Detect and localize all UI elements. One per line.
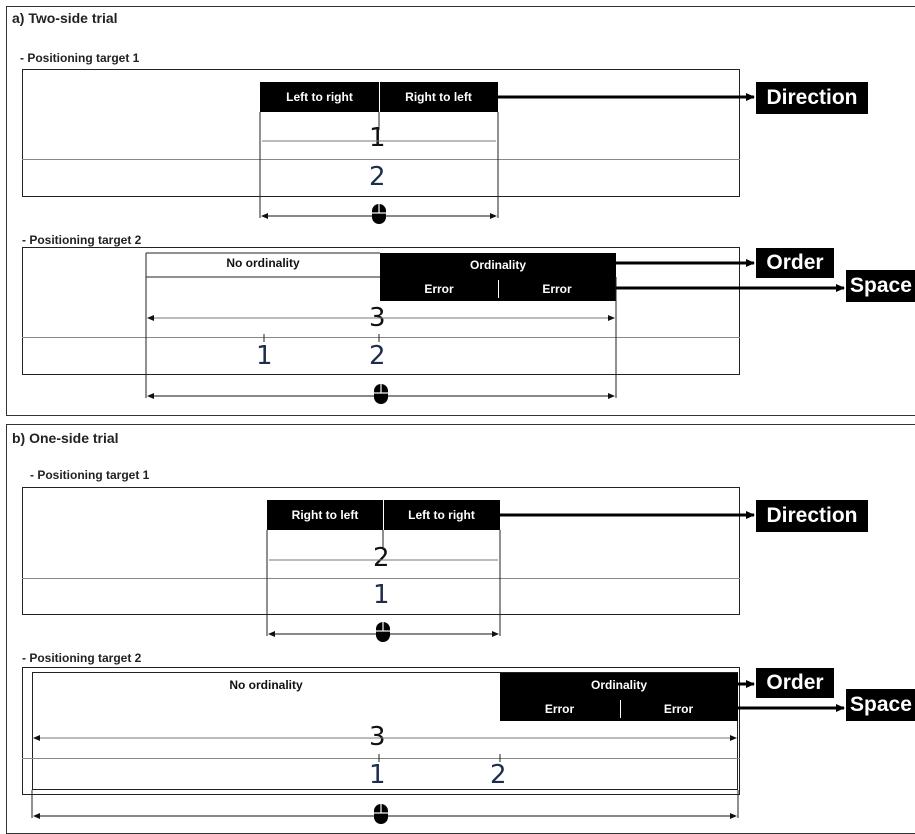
- panel-b-target2-box: [22, 667, 740, 795]
- panel-a-error-left: Error: [424, 282, 454, 296]
- panel-a-target2-midline: [22, 337, 740, 338]
- panel-b-target2-inner-box: [32, 672, 738, 790]
- panel-a-no-ordinality: No ordinality: [226, 256, 300, 270]
- panel-a-target2-box: [22, 247, 740, 375]
- panel-a-title: a) Two-side trial: [12, 10, 118, 26]
- panel-a-target2-number-top: 3: [367, 303, 388, 333]
- panel-a-error-divider: [498, 280, 499, 298]
- panel-b-space-label: Space: [846, 689, 915, 721]
- panel-b-target2-number-top: 3: [367, 722, 388, 752]
- panel-a-header-left: Left to right: [286, 90, 353, 104]
- panel-a-target2-label: - Positioning target 2: [22, 233, 142, 247]
- panel-b-header-right: Left to right: [408, 508, 475, 522]
- panel-b-no-ordinality: No ordinality: [229, 678, 303, 692]
- panel-a-target2-number-mid: 2: [367, 341, 388, 371]
- panel-a-target1-number-top: 1: [367, 123, 388, 153]
- panel-a-header-right: Right to left: [405, 90, 472, 104]
- panel-two-side-trial: [6, 6, 915, 416]
- panel-b-target1-number-top: 2: [371, 543, 392, 573]
- panel-a-target1-number-bottom: 2: [367, 162, 388, 192]
- panel-b-target2-midline: [22, 758, 740, 759]
- panel-a-direction-label: Direction: [756, 82, 868, 114]
- panel-a-header-divider: [379, 82, 380, 112]
- panel-a-space-label: Space: [846, 270, 915, 302]
- panel-b-target1-midline: [22, 578, 740, 579]
- panel-a-target1-box: [22, 69, 740, 197]
- panel-b-order-label: Order: [756, 668, 834, 698]
- panel-b-target1-label: - Positioning target 1: [30, 468, 150, 482]
- panel-a-target1-label: - Positioning target 1: [20, 51, 140, 65]
- panel-b-target2-number-mid: 2: [488, 760, 509, 790]
- panel-b-target1-number-bottom: 1: [371, 580, 392, 610]
- panel-b-target2-number-left: 1: [367, 760, 388, 790]
- panel-b-error-right: Error: [663, 702, 694, 716]
- panel-b-error-divider: [620, 700, 621, 718]
- panel-b-title: b) One-side trial: [12, 430, 119, 446]
- panel-a-target2-number-left: 1: [254, 341, 275, 371]
- panel-a-error-right: Error: [542, 282, 572, 296]
- panel-b-direction-label: Direction: [756, 500, 868, 532]
- panel-a-order-label: Order: [756, 248, 834, 278]
- panel-a-ordinality-header: Ordinality: [380, 253, 616, 277]
- panel-b-header-divider: [383, 500, 384, 530]
- panel-b-ordinality-header: Ordinality: [500, 673, 738, 697]
- panel-b-error-row: Error Error: [500, 697, 738, 721]
- panel-b-target2-label: - Positioning target 2: [22, 651, 142, 665]
- panel-a-target1-midline: [22, 159, 740, 160]
- panel-b-error-left: Error: [544, 702, 575, 716]
- panel-b-header-left: Right to left: [291, 508, 359, 522]
- panel-b-target1-box: [22, 487, 740, 615]
